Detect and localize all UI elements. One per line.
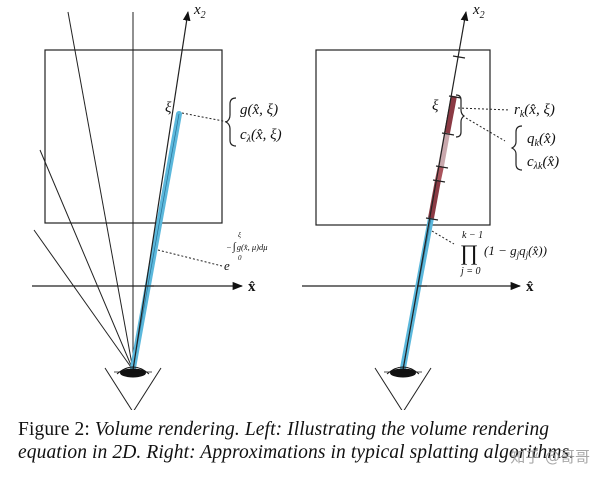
x-axis-label-left: x̂ (248, 279, 256, 295)
volume-box-right (315, 49, 491, 226)
segment-dark-3 (444, 95, 457, 134)
eye-icon-left (104, 366, 162, 410)
c-label-left: cλ(x̂, ξ) (240, 127, 282, 145)
product-symbol: ∏ (460, 240, 478, 265)
g-label-left: g(x̂, ξ) (240, 102, 278, 118)
x2-axis-label-right: x2 (472, 2, 485, 21)
brace-right-segment (455, 94, 466, 138)
xi-label-left: ξ (165, 100, 172, 116)
volume-rendering-figure: x̂ x2 ξ g(x̂, ξ) cλ(x̂, ξ) e ξ −∫g(x̂, μ… (32, 2, 559, 410)
eye-icon-right (374, 366, 432, 410)
right-panel: x̂ x2 ξ rk(x̂, ξ) (302, 2, 559, 410)
product-upper: k − 1 (462, 230, 483, 241)
x2-axis-label-left: x2 (193, 2, 206, 21)
brace-right-qc (510, 125, 523, 171)
x2-axis-left (132, 11, 191, 371)
transmittance-label: e (224, 258, 230, 273)
x-axis-label-right: x̂ (526, 279, 534, 295)
brace-left (224, 97, 237, 147)
left-panel: x̂ x2 ξ g(x̂, ξ) cλ(x̂, ξ) e ξ −∫g(x̂, μ… (32, 2, 282, 410)
figure-caption: Figure 2: Volume rendering. Left: Illust… (18, 418, 588, 464)
segment-light (438, 132, 450, 167)
q-label-right: qk(x̂) (527, 131, 556, 149)
axis-ticks-right (417, 55, 466, 287)
segment-dark-2 (435, 165, 444, 181)
integral-expression: −∫g(x̂, μ)dμ (226, 241, 267, 253)
segment-dark-1 (428, 179, 441, 219)
product-lower: j = 0 (459, 266, 481, 277)
volume-box-left (44, 49, 223, 224)
r-label-right: rk(x̂, ξ) (514, 102, 555, 120)
view-frustum-lines (33, 11, 134, 371)
caption-text: Volume rendering. Left: Illustrating the… (18, 419, 575, 463)
integral-lower: 0 (238, 254, 242, 262)
product-body: (1 − gjqj(x̂)) (484, 243, 547, 260)
integral-upper: ξ (238, 231, 241, 239)
x2-axis-right (402, 11, 469, 371)
caption-label: Figure 2: (18, 419, 90, 440)
watermark: 知乎 @哥哥 (510, 448, 590, 466)
xi-label-right: ξ (432, 98, 439, 114)
c-label-right: cλk(x̂) (527, 154, 559, 172)
